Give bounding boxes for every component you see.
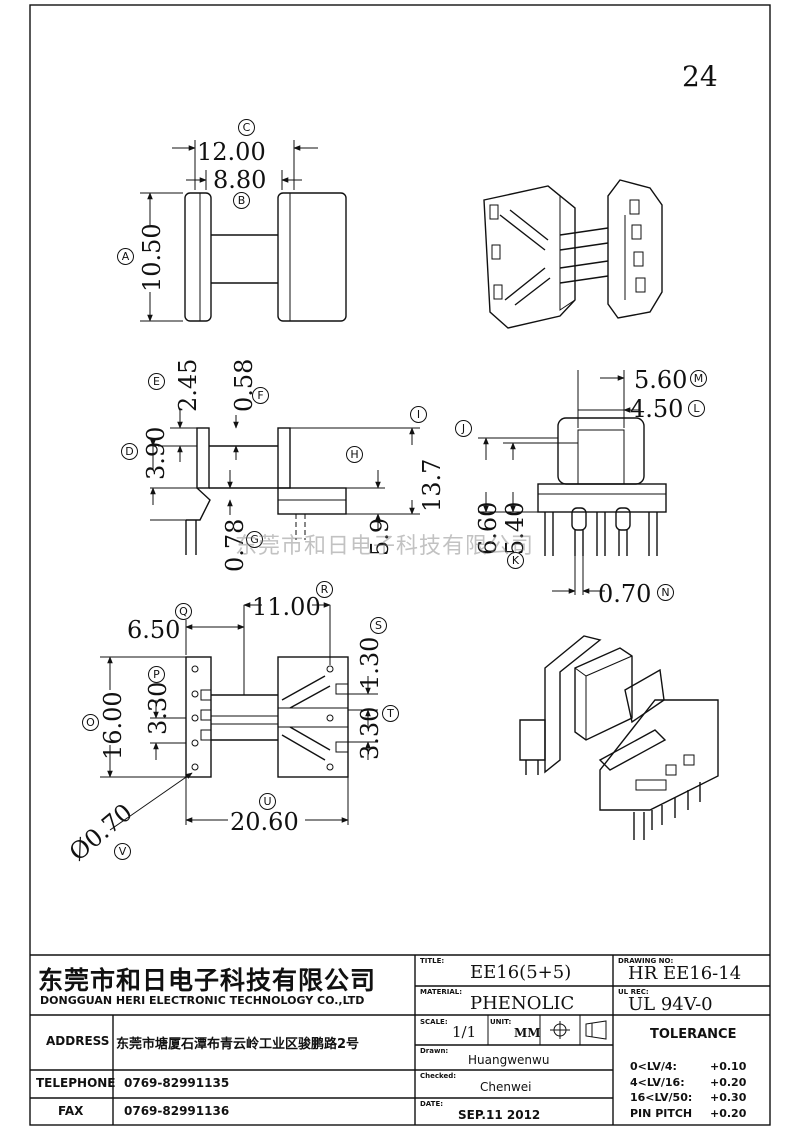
ref-label-U: U — [259, 793, 276, 810]
ul-value: UL 94V-0 — [628, 994, 713, 1015]
dim-L-value: 4.50 — [630, 395, 683, 423]
page-number: 24 — [682, 60, 718, 93]
date-value: SEP.11 2012 — [458, 1108, 541, 1122]
dim-T-value: 3.30 — [356, 707, 384, 760]
plan-view — [100, 602, 378, 831]
ref-label-T: T — [382, 705, 399, 722]
ref-label-A: A — [117, 248, 134, 265]
unit-value: MM — [514, 1026, 541, 1040]
ref-label-C: C — [238, 119, 255, 136]
watermark: 东莞市和日电子科技有限公司 — [235, 534, 535, 559]
ref-label-F: F — [252, 387, 269, 404]
address-label: ADDRESS — [46, 1034, 110, 1048]
dim-G-value: 0.78 — [221, 519, 249, 572]
ref-label-B: B — [233, 192, 250, 209]
ref-label-L: L — [688, 400, 705, 417]
ref-label-D: D — [121, 443, 138, 460]
top-left-view — [140, 140, 347, 322]
ref-label-J: J — [455, 420, 472, 437]
company-name-en: DONGGUAN HERI ELECTRONIC TECHNOLOGY CO.,… — [40, 994, 365, 1007]
dim-M-value: 5.60 — [634, 366, 687, 394]
checked-caption: Checked: — [420, 1072, 457, 1080]
tolerance-range: 4<LV/16: — [630, 1076, 685, 1089]
tolerance-title: TOLERANCE — [650, 1027, 737, 1042]
material-value: PHENOLIC — [470, 993, 575, 1014]
part-title: EE16(5+5) — [470, 962, 572, 983]
title-caption: TITLE: — [420, 957, 445, 965]
front-view — [478, 370, 667, 595]
dim-I-value: 13.7 — [418, 459, 446, 512]
dim-S-value: 1.30 — [356, 637, 384, 690]
drawing-border — [29, 4, 771, 1126]
dim-E-value: 2.45 — [174, 359, 202, 412]
ref-label-H: H — [346, 446, 363, 463]
tolerance-value: +0.20 — [710, 1076, 747, 1089]
ref-label-O: O — [82, 714, 99, 731]
tolerance-range: 0<LV/4: — [630, 1060, 677, 1073]
date-caption: DATE: — [420, 1100, 444, 1108]
ul-caption: UL REC: — [618, 988, 649, 996]
dim-Q-value: 6.50 — [127, 616, 180, 644]
fax-label: FAX — [58, 1104, 84, 1118]
drawing-no-caption: DRAWING NO: — [618, 957, 674, 965]
ref-label-M: M — [690, 370, 707, 387]
dim-F-value: 0.58 — [230, 359, 258, 412]
ref-label-R: R — [316, 581, 333, 598]
dim-K-value: 5.40 — [501, 502, 529, 555]
dim-B-value: 8.80 — [213, 166, 266, 194]
drawn-value: Huangwenwu — [468, 1053, 550, 1067]
tolerance-value: +0.10 — [710, 1060, 747, 1073]
tolerance-value: +0.30 — [710, 1091, 747, 1104]
company-name-cn: 东莞市和日电子科技有限公司 — [38, 966, 377, 995]
dim-N-value: 0.70 — [598, 580, 651, 608]
dim-A-value: 10.50 — [138, 223, 166, 292]
isometric-bobbin-view — [483, 179, 663, 329]
telephone-label: TELEPHONE — [36, 1076, 116, 1090]
ref-label-V: V — [114, 843, 131, 860]
side-view — [150, 410, 420, 555]
title-block-grid — [30, 954, 770, 1125]
dim-C-value: 12.00 — [197, 138, 266, 166]
dim-U-value: 20.60 — [230, 808, 299, 836]
scale-value: 1/1 — [452, 1023, 477, 1041]
drawn-caption: Drawn: — [420, 1047, 449, 1055]
scale-caption: SCALE: — [420, 1018, 448, 1026]
dim-R-value: 11.00 — [252, 593, 321, 621]
fax-value: 0769-82991136 — [124, 1104, 230, 1118]
drawing-no-value: HR EE16-14 — [628, 963, 742, 984]
dim-H-value: 5.9 — [366, 518, 394, 556]
material-caption: MATERIAL: — [420, 988, 463, 996]
dim-O-value: 16.00 — [99, 691, 127, 760]
telephone-value: 0769-82991135 — [124, 1076, 230, 1090]
ref-label-Q: Q — [175, 603, 192, 620]
ref-label-E: E — [148, 373, 165, 390]
ref-label-G: G — [246, 531, 263, 548]
tolerance-value: +0.20 — [710, 1107, 747, 1120]
checked-value: Chenwei — [480, 1080, 532, 1094]
ref-label-P: P — [148, 666, 165, 683]
unit-caption: UNIT: — [490, 1018, 512, 1026]
ref-label-I: I — [410, 406, 427, 423]
tolerance-range: 16<LV/50: — [630, 1091, 693, 1104]
dim-J-value: 6.60 — [474, 502, 502, 555]
ref-label-N: N — [657, 584, 674, 601]
ref-label-K: K — [507, 552, 524, 569]
dim-P-value: 3.30 — [144, 682, 172, 735]
dim-D-value: 3.90 — [142, 427, 170, 480]
ref-label-S: S — [370, 617, 387, 634]
isometric-assembly-view — [519, 635, 719, 840]
tolerance-range: PIN PITCH — [630, 1107, 693, 1120]
address-value: 东莞市塘厦石潭布青云岭工业区骏鹏路2号 — [116, 1037, 360, 1052]
